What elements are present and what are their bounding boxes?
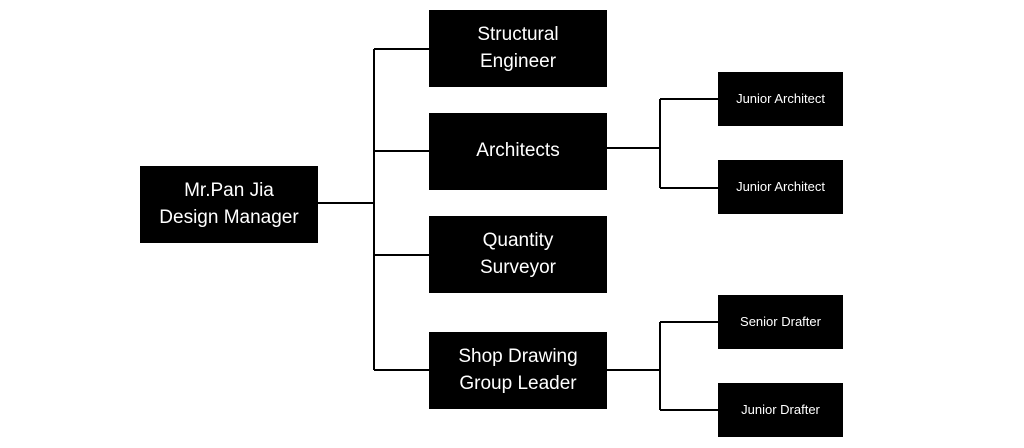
node-label: Senior Drafter xyxy=(740,314,821,330)
node-label: Quantity Surveyor xyxy=(479,230,557,278)
node-junior-drafter: Junior Drafter xyxy=(718,383,843,437)
node-junior-architect-2: Junior Architect xyxy=(718,160,843,214)
node-structural-engineer: Structural Engineer xyxy=(429,10,607,87)
node-label: Structural Engineer xyxy=(477,24,559,72)
node-label: Mr.Pan Jia Design Manager xyxy=(159,180,299,228)
node-shop-drawing-group-leader: Shop Drawing Group Leader xyxy=(429,332,607,409)
node-architects: Architects xyxy=(429,113,607,190)
node-label: Shop Drawing Group Leader xyxy=(458,346,578,394)
node-label: Architects xyxy=(476,140,560,162)
node-label: Junior Drafter xyxy=(741,402,820,418)
node-senior-drafter: Senior Drafter xyxy=(718,295,843,349)
node-design-manager: Mr.Pan Jia Design Manager xyxy=(140,166,318,243)
node-label: Junior Architect xyxy=(736,179,825,195)
node-quantity-surveyor: Quantity Surveyor xyxy=(429,216,607,293)
node-label: Junior Architect xyxy=(736,91,825,107)
node-junior-architect-1: Junior Architect xyxy=(718,72,843,126)
